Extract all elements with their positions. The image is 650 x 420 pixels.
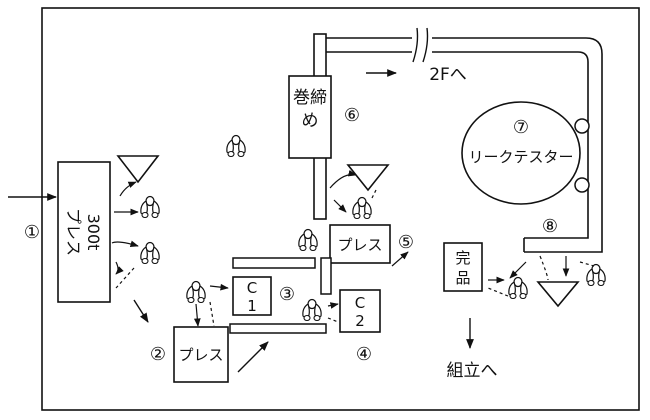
storage-triangle-icon	[116, 155, 160, 184]
press-300t	[57, 161, 111, 303]
step-5: ⑤	[398, 232, 414, 253]
conveyor-bar	[320, 257, 332, 295]
c1-line1: C	[247, 279, 257, 297]
press-5	[329, 224, 391, 264]
storage-triangle-icon	[536, 281, 580, 308]
c2-line1: C	[355, 294, 365, 312]
worker-icon	[302, 298, 322, 322]
c1-machine	[232, 276, 272, 316]
step-6: ⑥	[344, 105, 360, 126]
press-300t-line1: 300t	[84, 214, 103, 251]
flow-dashed	[209, 301, 215, 327]
press-2-label: プレス	[178, 346, 223, 364]
worker-icon	[140, 241, 160, 265]
step-2: ②	[150, 344, 166, 365]
to-assembly-label: 組立へ	[447, 361, 498, 381]
winding-machine	[288, 75, 332, 159]
flow-dashed	[487, 287, 509, 297]
flow-dashed	[371, 189, 377, 199]
press-2	[173, 326, 229, 383]
flow-arrow	[193, 303, 201, 327]
break-mark	[412, 27, 432, 63]
flow-arrow	[391, 251, 409, 267]
flow-arrow	[119, 181, 137, 197]
press-300t-line2: プレス	[64, 208, 83, 256]
roller-icon	[574, 118, 590, 134]
winding-label-line2: め	[302, 111, 319, 131]
c2-line2: 2	[355, 312, 365, 330]
outer-frame	[41, 7, 640, 411]
press-5-label: プレス	[337, 236, 382, 254]
worker-icon	[140, 195, 160, 219]
flow-arrow	[115, 261, 124, 275]
conveyor-bar	[229, 323, 327, 334]
worker-icon	[586, 263, 606, 287]
leak-tester-label: リークテスター	[468, 148, 573, 166]
to-c-arrow	[237, 341, 269, 373]
flow-dashed	[115, 267, 135, 289]
leak-tester	[461, 101, 581, 205]
worker-icon	[298, 228, 318, 252]
step-1: ①	[24, 222, 40, 243]
finished-label-1: 完	[455, 249, 470, 267]
to-2f-label: 2Fへ	[429, 65, 467, 85]
storage-triangle-icon	[346, 164, 390, 192]
winding-label-line1: 巻締	[293, 88, 327, 108]
worker-icon	[226, 134, 246, 158]
c2-machine	[339, 289, 381, 333]
c1-line2: 1	[247, 297, 257, 315]
flow-arrow	[333, 199, 347, 213]
worker-icon	[508, 276, 528, 300]
finished-goods	[443, 242, 483, 292]
step-3: ③	[279, 284, 295, 305]
overhead-conveyor	[326, 37, 603, 253]
flow-arrow	[329, 169, 357, 189]
flow-arrow	[509, 261, 527, 279]
flow-arrow	[209, 283, 229, 291]
step-4: ④	[356, 344, 372, 365]
flow-dashed	[539, 255, 549, 281]
flow-dashed	[327, 317, 339, 323]
flow-arrow	[327, 302, 339, 309]
worker-icon	[352, 196, 372, 220]
finished-label-2: 品	[455, 269, 470, 287]
roller-icon	[574, 177, 590, 193]
conveyor-bar	[232, 257, 316, 269]
worker-icon	[186, 280, 206, 304]
step-7: ⑦	[513, 117, 529, 138]
flow-arrow	[111, 240, 139, 248]
to-press2-arrow	[133, 299, 149, 323]
step-8: ⑧	[542, 216, 558, 237]
flow-dashed	[579, 261, 595, 267]
